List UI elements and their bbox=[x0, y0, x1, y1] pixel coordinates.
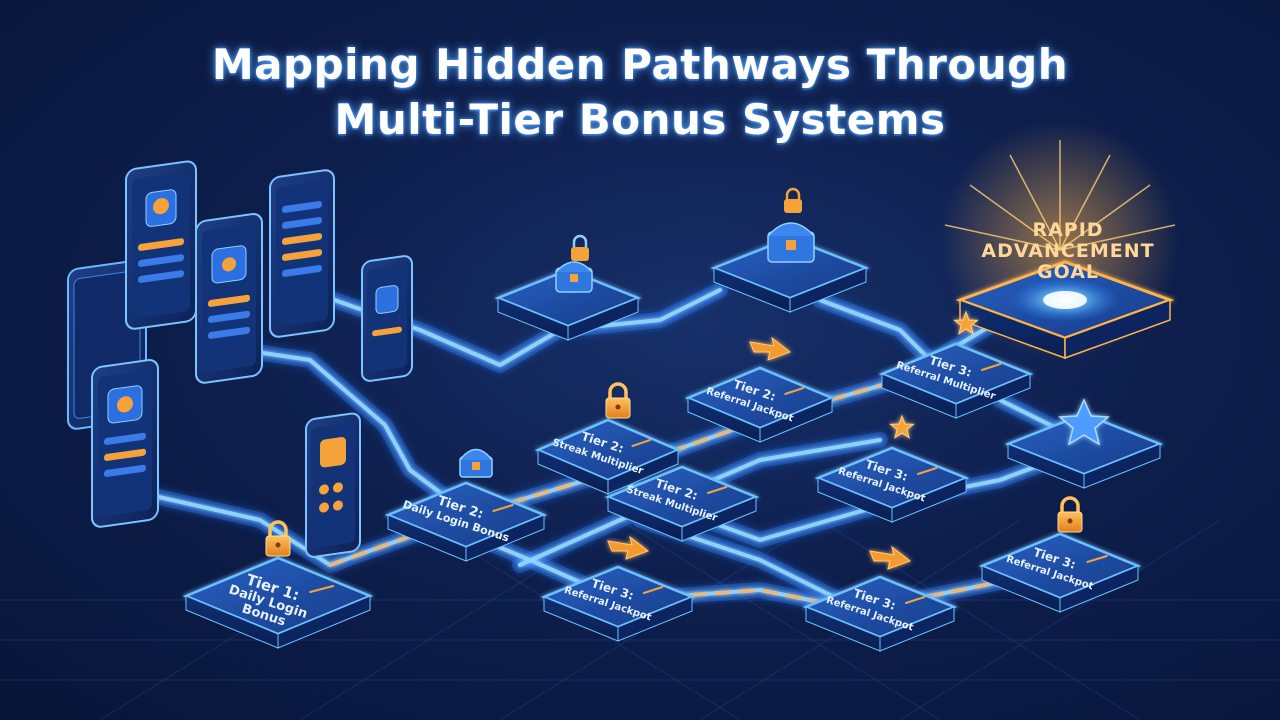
tier-tile-t3a: Tier 3:Referral Jackpot bbox=[540, 535, 696, 642]
goal-rays bbox=[944, 140, 1176, 251]
goal-platform: RAPID ADVANCEMENT GOAL bbox=[940, 120, 1180, 360]
accent-dash bbox=[631, 439, 651, 447]
padlock-icon bbox=[605, 382, 631, 419]
accent-dash bbox=[980, 363, 1002, 371]
phone-devices bbox=[67, 160, 413, 558]
phone-device bbox=[195, 213, 263, 384]
star-tile-right bbox=[1004, 398, 1164, 489]
phone-device bbox=[305, 412, 361, 558]
treasure-chest-icon bbox=[767, 222, 815, 263]
phone-device bbox=[125, 160, 197, 330]
tier-tile-t2b: Tier 2:Streak Multiplier bbox=[534, 382, 682, 495]
accent-dash bbox=[309, 585, 335, 593]
accent-dash bbox=[642, 586, 664, 594]
treasure-chest-icon bbox=[459, 448, 493, 478]
arrow-icon bbox=[869, 545, 912, 570]
padlock-icon bbox=[265, 520, 291, 557]
accent-dash bbox=[916, 467, 938, 475]
goal-label-line-3: GOAL bbox=[1037, 261, 1099, 283]
tier-tile-t3b: Tier 3:Referral Multiplier bbox=[878, 310, 1034, 419]
star-icon bbox=[1058, 398, 1110, 446]
goal-label-line-1: RAPID bbox=[1032, 219, 1103, 241]
arrow-icon bbox=[749, 336, 792, 361]
star-icon bbox=[889, 414, 915, 439]
phone-device bbox=[269, 169, 335, 338]
accent-dash bbox=[784, 387, 805, 395]
padlock-icon bbox=[784, 187, 802, 213]
star-icon bbox=[953, 310, 979, 335]
accent-dash bbox=[904, 596, 926, 604]
chest-tile-top-left bbox=[494, 234, 642, 341]
arrow-icon bbox=[607, 535, 650, 560]
accent-dash bbox=[706, 486, 728, 494]
tier-tile-t3e: Tier 3:Referral Jackpot bbox=[978, 496, 1142, 613]
accent-dash bbox=[1086, 555, 1108, 563]
padlock-icon bbox=[1057, 496, 1083, 533]
phone-device bbox=[361, 255, 413, 382]
diagram-title-line-2: Multi-Tier Bonus Systems bbox=[334, 95, 946, 144]
chest-tile-top-center bbox=[710, 187, 870, 313]
padlock-icon bbox=[571, 234, 589, 261]
accent-dash bbox=[492, 504, 514, 512]
phone-device bbox=[91, 359, 159, 528]
tier-tile-t2c: Tier 2:Referral Jackpot bbox=[684, 336, 836, 443]
tier-tile-t2a: Tier 2:Daily Login Bonus bbox=[384, 448, 548, 562]
treasure-chest-icon bbox=[555, 261, 593, 293]
tier-tile-t2d: Tier 2:Streak Multiplier bbox=[604, 465, 760, 542]
diagram-title-line-1: Mapping Hidden Pathways Through bbox=[211, 40, 1069, 89]
tier-tile-t3c: Tier 3:Referral Jackpot bbox=[814, 414, 970, 523]
goal-label-line-2: ADVANCEMENT bbox=[981, 240, 1154, 262]
tier-tile-t3d: Tier 3:Referral Jackpot bbox=[802, 545, 958, 652]
